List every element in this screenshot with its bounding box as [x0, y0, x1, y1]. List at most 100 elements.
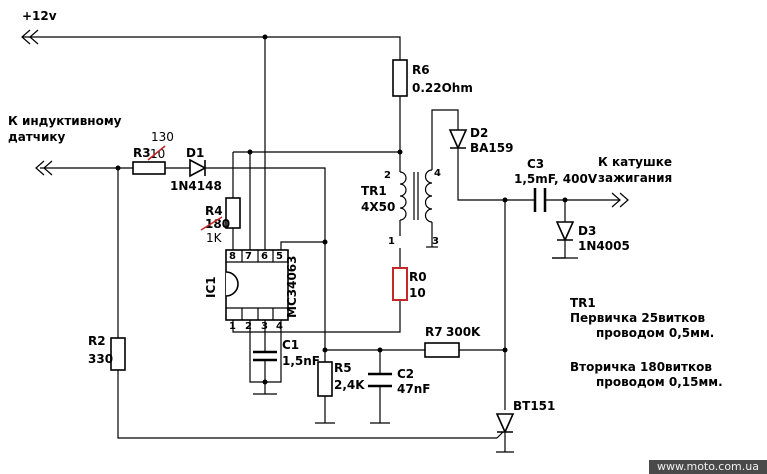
- coil-label-line2: зажигания: [598, 171, 672, 185]
- tr1-value: 4X50: [361, 200, 395, 214]
- junction-dot: [377, 347, 383, 353]
- wire-r2-gate: [117, 370, 497, 439]
- supply-label: +12v: [22, 9, 57, 23]
- tr1-pin-2: 2: [384, 170, 391, 181]
- capacitor-c2: [368, 372, 392, 388]
- r2-value: 330: [88, 352, 113, 366]
- r0-value: 10: [409, 286, 426, 300]
- notes-secondary-line2: проводом 0,15мм.: [596, 375, 723, 389]
- c3-ref: C3: [527, 157, 544, 171]
- wire-pin5: [280, 241, 325, 250]
- wire-tr1-d2: [431, 109, 459, 170]
- d1-ref: D1: [186, 146, 204, 160]
- d3-value: 1N4005: [578, 239, 630, 253]
- r3-ref: R3: [133, 146, 151, 160]
- wires: [22, 36, 620, 453]
- transformer-notes: TR1 Первичка 25витков проводом 0,5мм. Вт…: [570, 296, 723, 389]
- r4-new-value: 1K: [206, 231, 223, 245]
- coil-connector-icon: [611, 192, 629, 208]
- bt151-ref: BT151: [513, 399, 555, 413]
- tr1-ref: TR1: [361, 184, 387, 198]
- diode-d2: [448, 129, 468, 150]
- d1-value: 1N4148: [170, 179, 222, 193]
- primary-winding: [399, 171, 407, 221]
- wire-pin4-gnd: [265, 320, 282, 383]
- ic-pin-2: 2: [245, 321, 252, 332]
- wire-pin2-c1: [249, 320, 265, 383]
- coil-label-line1: К катушке: [598, 155, 672, 169]
- r7-ref: R7: [425, 325, 443, 339]
- notes-primary-line2: проводом 0,5мм.: [596, 326, 714, 340]
- secondary-winding: [424, 169, 433, 223]
- c2-value: 47nF: [397, 382, 430, 396]
- r3-old-value: 10: [150, 147, 165, 161]
- junction-dot: [247, 149, 253, 155]
- ic-pin-7: 7: [245, 251, 252, 262]
- c2-ref: C2: [397, 367, 414, 381]
- r6-ref: R6: [412, 63, 430, 77]
- c1-ref: C1: [282, 338, 299, 352]
- thyristor-bt151: [495, 413, 515, 439]
- sensor-label-line1: К индуктивному: [8, 114, 122, 128]
- r5-value: 2,4K: [334, 378, 365, 392]
- resistor-r4: [225, 197, 241, 229]
- junction-dot: [322, 347, 328, 353]
- d2-value: BA159: [470, 141, 513, 155]
- r6-value: 0.22Ohm: [412, 81, 473, 95]
- r4-ref: R4: [205, 204, 223, 218]
- junction-dot: [502, 197, 508, 203]
- watermark-text: www.moto.com.ua: [657, 460, 759, 473]
- diode-d3: [555, 221, 575, 242]
- wire-d1-pin5: [205, 167, 326, 242]
- r4-old-value: 180: [205, 217, 230, 231]
- r4-correction-mark: [200, 216, 223, 231]
- wire-d2-c3: [457, 148, 535, 201]
- watermark: www.moto.com.ua: [649, 460, 767, 474]
- junction-dot: [397, 149, 403, 155]
- wire-12v-rail: [22, 36, 401, 60]
- supply-connector-icon: [21, 29, 39, 45]
- capacitor-c1: [253, 350, 277, 382]
- resistor-r7: [424, 342, 460, 358]
- ic-part: MC34063: [285, 256, 299, 319]
- notes-secondary-line1: Вторичка 180витков: [570, 360, 712, 374]
- resistor-r5: [317, 361, 333, 397]
- tr1-pin-3: 3: [432, 236, 439, 247]
- transformer-tr1: [399, 169, 433, 223]
- junction-dot: [502, 347, 508, 353]
- ic-mc34063: [225, 249, 289, 321]
- junction-dot: [262, 34, 268, 40]
- ic-pin-4: 4: [276, 321, 283, 332]
- sensor-label-line2: датчику: [8, 130, 66, 144]
- r5-ref: R5: [334, 361, 352, 375]
- ic-pin-1: 1: [229, 321, 236, 332]
- wire-d3-gnd: [552, 240, 566, 259]
- r3-new-value: 130: [151, 130, 174, 144]
- junction-dot: [115, 165, 121, 171]
- junction-dot: [322, 239, 328, 245]
- transformer-core: [413, 172, 419, 220]
- resistor-r3: [132, 161, 166, 175]
- junction-dot: [562, 197, 568, 203]
- resistor-r0: [392, 267, 408, 301]
- d2-ref: D2: [470, 126, 488, 140]
- ic-pin-5: 5: [276, 251, 283, 262]
- r2-ref: R2: [88, 334, 106, 348]
- tr1-pin-4: 4: [434, 168, 441, 179]
- r7-value: 300K: [446, 325, 481, 339]
- ic-ref: IC1: [204, 276, 218, 298]
- c1-value: 1,5nF: [282, 354, 320, 368]
- resistor-r2: [110, 337, 126, 371]
- r0-ref: R0: [409, 270, 427, 284]
- resistor-r6: [392, 59, 408, 97]
- c3-value: 1,5mF, 400V: [514, 172, 598, 186]
- r3-correction-mark: [147, 145, 166, 161]
- ic-pin-3: 3: [261, 321, 268, 332]
- tr1-pin-1: 1: [388, 236, 395, 247]
- connector-arrows: [21, 29, 629, 208]
- ic-pin-8: 8: [229, 251, 236, 262]
- diode-d1: [189, 158, 207, 178]
- d3-ref: D3: [578, 224, 596, 238]
